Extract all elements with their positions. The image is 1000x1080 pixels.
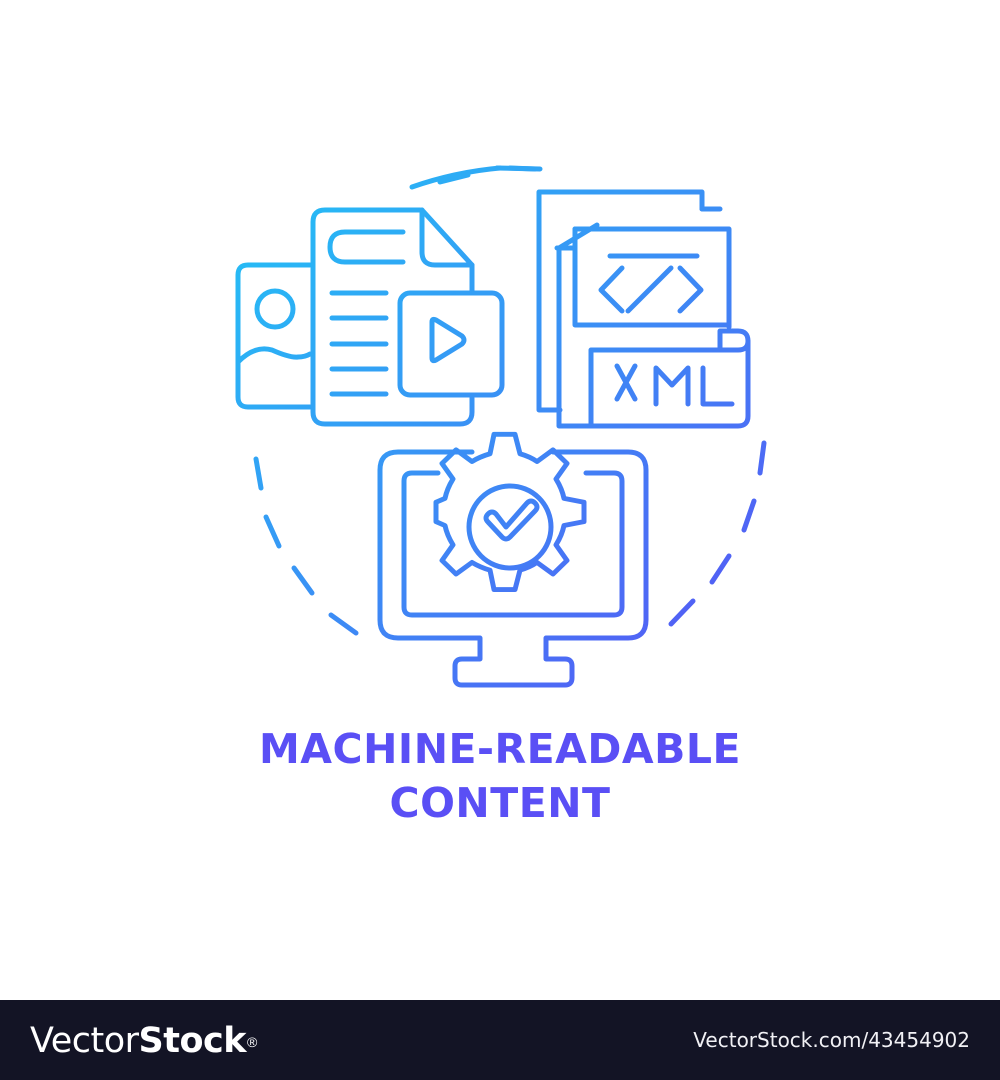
xml-file-icon xyxy=(556,222,751,429)
monitor-icon xyxy=(377,449,649,688)
page-title: MACHINE-READABLE CONTENT xyxy=(0,722,1000,830)
machine-readable-content-illustration xyxy=(235,165,767,688)
vectorstock-logo[interactable]: VectorStock® xyxy=(30,1018,257,1063)
code-file-icon xyxy=(536,189,732,413)
image-file-icon xyxy=(235,262,313,410)
document-icon xyxy=(310,207,475,427)
title-line-1: MACHINE-READABLE xyxy=(259,725,741,773)
stock-id-link[interactable]: VectorStock.com/43454902 xyxy=(693,1028,970,1052)
video-play-icon xyxy=(397,290,505,398)
dashed-circle-frame xyxy=(253,165,767,636)
title-line-2: CONTENT xyxy=(389,779,611,827)
watermark-footer: VectorStock® VectorStock.com/43454902 xyxy=(0,1000,1000,1080)
registered-mark: ® xyxy=(247,1034,257,1050)
gear-checkmark-icon xyxy=(433,431,587,592)
brand-light-text: Vector xyxy=(30,1021,139,1061)
illustration-stage: MACHINE-READABLE CONTENT xyxy=(0,165,1000,830)
brand-bold-text: Stock xyxy=(138,1021,247,1061)
